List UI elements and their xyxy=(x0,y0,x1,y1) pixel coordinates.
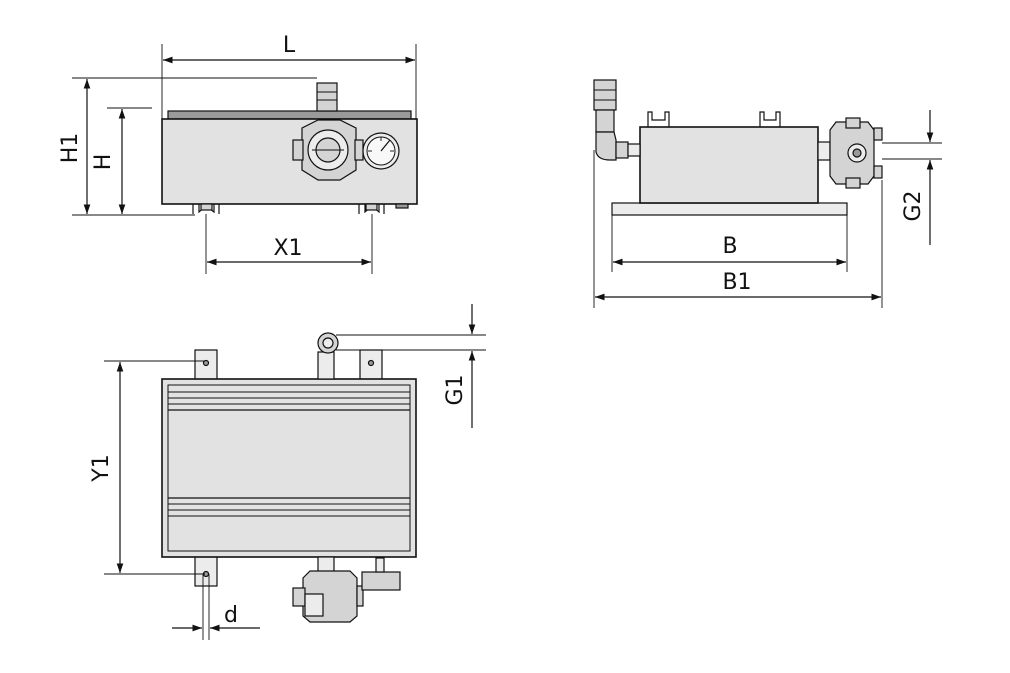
label-d: d xyxy=(224,603,238,628)
dim-B1: B1 xyxy=(593,150,883,308)
side-body xyxy=(639,126,819,204)
side-clip-right xyxy=(759,111,781,127)
front-top-plate xyxy=(167,110,412,120)
dim-H: H xyxy=(91,107,152,214)
label-Y1: Y1 xyxy=(89,454,114,482)
label-G2: G2 xyxy=(901,190,926,221)
side-view: B B1 G2 xyxy=(593,79,942,308)
top-connector-icon xyxy=(317,332,339,380)
elbow-fitting-icon xyxy=(593,79,641,161)
side-clip-left xyxy=(647,111,670,127)
ribs-top xyxy=(168,391,410,411)
dim-B: B xyxy=(611,215,848,272)
label-G1: G1 xyxy=(443,374,468,405)
ribs-bottom xyxy=(168,497,410,517)
label-B1: B1 xyxy=(722,270,751,295)
dim-X1: X1 xyxy=(205,214,373,274)
label-H1: H1 xyxy=(58,133,83,164)
label-B: B xyxy=(722,234,737,259)
pump-assembly-icon xyxy=(292,556,401,623)
label-H: H xyxy=(91,154,116,171)
dim-H1: H1 xyxy=(58,77,317,216)
pressure-gauge-icon xyxy=(362,132,400,170)
top-view: G1 Y1 d xyxy=(89,304,486,640)
dim-d: d xyxy=(172,574,260,640)
filter-housing-icon xyxy=(292,119,364,181)
front-foot-left xyxy=(192,203,220,214)
dim-L: L xyxy=(161,33,417,119)
top-body xyxy=(161,378,417,558)
label-L: L xyxy=(283,33,296,58)
right-coupling-icon xyxy=(817,117,883,189)
front-view: L H1 H X1 xyxy=(58,33,418,274)
dim-G2: G2 xyxy=(882,110,942,245)
front-foot-right xyxy=(358,203,385,214)
dim-G1: G1 xyxy=(336,304,486,428)
top-fitting xyxy=(316,82,338,112)
side-base-plate xyxy=(611,202,848,216)
label-X1: X1 xyxy=(273,236,302,261)
dim-Y1: Y1 xyxy=(89,360,205,575)
